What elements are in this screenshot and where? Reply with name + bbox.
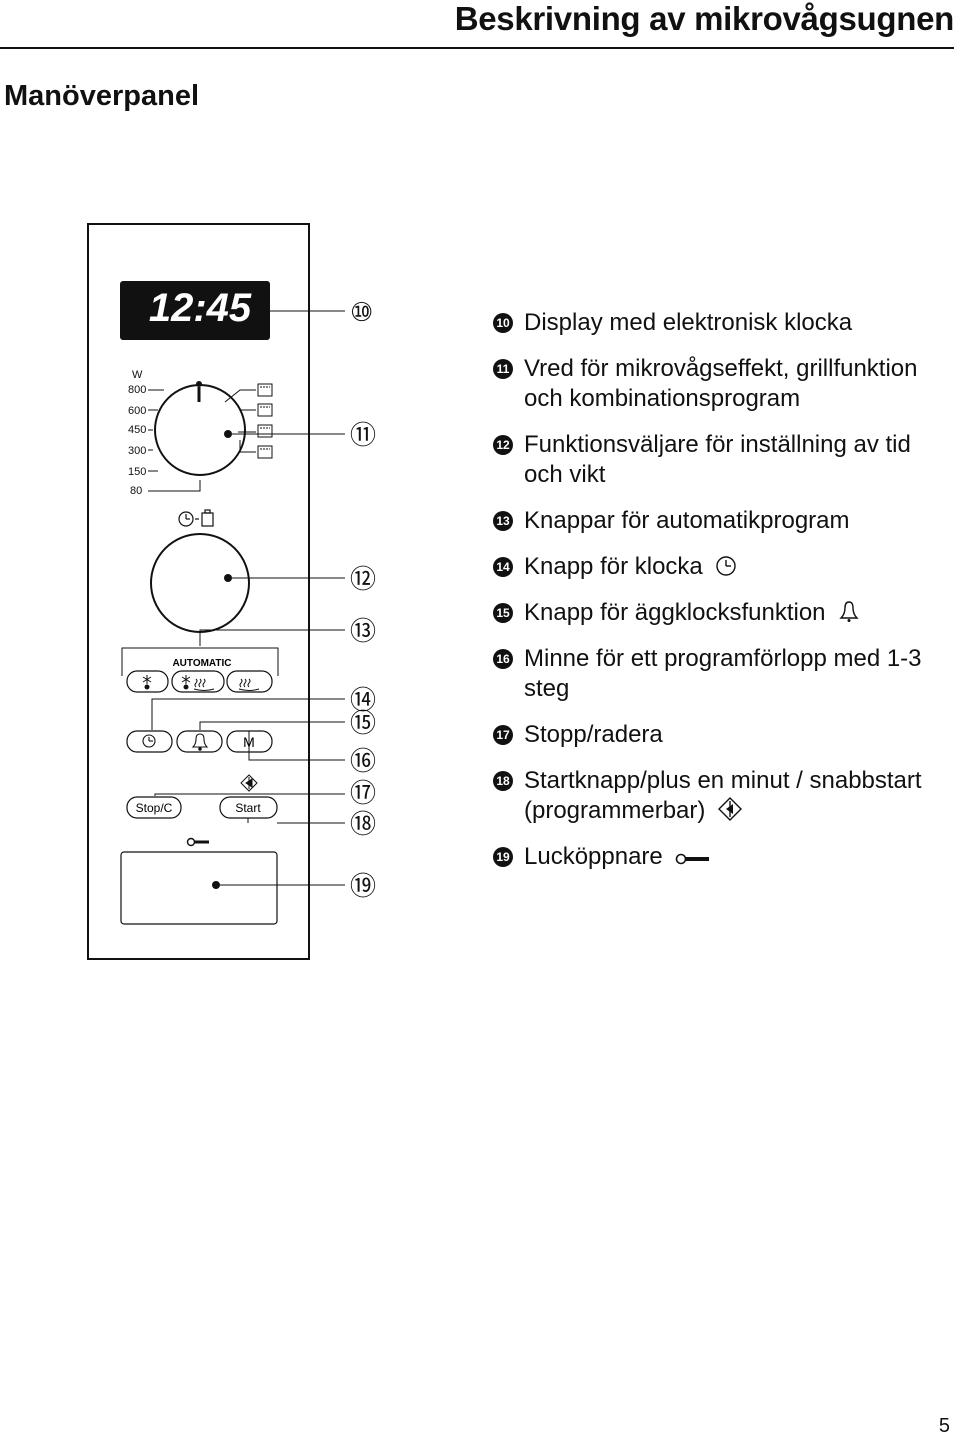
legend-number: 11 xyxy=(493,359,513,379)
legend-number: 18 xyxy=(493,771,513,791)
callout-19: ⑲ xyxy=(350,871,376,901)
panel-frame xyxy=(87,223,310,960)
legend-item-14: 14 Knapp för klocka xyxy=(493,552,953,582)
power-level-80: 80 xyxy=(130,485,142,497)
callout-12: ⑫ xyxy=(350,564,376,594)
time-weight-icon xyxy=(178,509,214,527)
legend-number: 10 xyxy=(493,313,513,333)
callout-14: ⑭ xyxy=(350,685,376,715)
legend-item-12: 12 Funktionsväljare för inställning av t… xyxy=(493,430,953,490)
callout-10: ⑩ xyxy=(350,297,373,327)
defrost-icon xyxy=(142,675,260,691)
stop-clear-label: Stop/C xyxy=(136,801,173,815)
legend-text: Startknapp/plus en minut / snabbstart (p… xyxy=(524,767,922,824)
legend-item-19: 19 Lucköppnare xyxy=(493,842,953,872)
power-level-300: 300 xyxy=(128,445,146,457)
legend-text: Stopp/radera xyxy=(524,721,663,748)
door-opener-button[interactable] xyxy=(120,851,278,925)
legend-number: 12 xyxy=(493,435,513,455)
legend-number: 13 xyxy=(493,511,513,531)
display-time: 12:45 xyxy=(149,286,252,330)
legend-item-16: 16 Minne för ett programförlopp med 1-3 … xyxy=(493,644,953,704)
legend-list: 10 Display med elektronisk klocka 11 Vre… xyxy=(493,308,953,888)
legend-number: 16 xyxy=(493,649,513,669)
clock-icon xyxy=(142,734,156,748)
egg-timer-button[interactable] xyxy=(176,730,223,753)
callout-11: ⑪ xyxy=(350,420,376,450)
legend-item-18: 18 Startknapp/plus en minut / snabbstart… xyxy=(493,766,953,826)
start-button-label: Start xyxy=(235,801,261,815)
grill-mode-icons xyxy=(257,383,273,459)
power-level-600: 600 xyxy=(128,405,146,417)
key-icon xyxy=(676,853,710,865)
auto-defrost-cook-button[interactable] xyxy=(171,670,225,693)
legend-text: Display med elektronisk klocka xyxy=(524,309,853,336)
quickstart-icon xyxy=(718,797,743,821)
callout-17: ⑰ xyxy=(350,778,376,808)
legend-text: Vred för mikrovågseffekt, grillfunktion … xyxy=(524,355,918,412)
control-panel-diagram: 12:45 W 800 600 450 300 150 80 xyxy=(87,223,376,960)
legend-text: Knapp för äggklocksfunktion xyxy=(524,599,826,626)
page-title: Beskrivning av mikrovågsugnen xyxy=(454,0,955,37)
power-level-450: 450 xyxy=(128,424,146,436)
page-number: 5 xyxy=(938,1415,950,1437)
callout-13: ⑬ xyxy=(350,616,376,646)
legend-text: Minne för ett programförlopp med 1-3 ste… xyxy=(524,645,922,702)
section-title: Manöverpanel xyxy=(4,80,199,112)
legend-text: Funktionsväljare för inställning av tid … xyxy=(524,431,911,488)
legend-number: 15 xyxy=(493,603,513,623)
quickstart-icon xyxy=(240,774,258,792)
legend-number: 14 xyxy=(493,557,513,577)
title-rule xyxy=(0,47,954,49)
callout-16: ⑯ xyxy=(350,746,376,776)
display-screen xyxy=(120,281,270,340)
legend-number: 17 xyxy=(493,725,513,745)
legend-text: Knapp för klocka xyxy=(524,553,703,580)
power-unit-label: W xyxy=(132,369,143,381)
legend-text: Lucköppnare xyxy=(524,843,663,870)
legend-item-10: 10 Display med elektronisk klocka xyxy=(493,308,953,338)
key-icon xyxy=(186,837,209,847)
callout-18: ⑱ xyxy=(350,809,376,839)
clock-icon xyxy=(716,556,737,576)
legend-text: Knappar för automatikprogram xyxy=(524,507,850,534)
callout-15: ⑮ xyxy=(350,708,376,738)
function-selector-knob[interactable] xyxy=(150,533,250,633)
automatic-label: AUTOMATIC xyxy=(172,658,231,669)
legend-item-17: 17 Stopp/radera xyxy=(493,720,953,750)
legend-item-11: 11 Vred för mikrovågseffekt, grillfunkti… xyxy=(493,354,953,414)
power-level-800: 800 xyxy=(128,384,146,396)
bell-icon xyxy=(191,733,209,748)
legend-item-15: 15 Knapp för äggklocksfunktion xyxy=(493,598,953,628)
power-level-150: 150 xyxy=(128,466,146,478)
legend-item-13: 13 Knappar för automatikprogram xyxy=(493,506,953,536)
bell-icon xyxy=(839,601,859,622)
legend-number: 19 xyxy=(493,847,513,867)
stop-clear-button[interactable] xyxy=(126,796,182,819)
